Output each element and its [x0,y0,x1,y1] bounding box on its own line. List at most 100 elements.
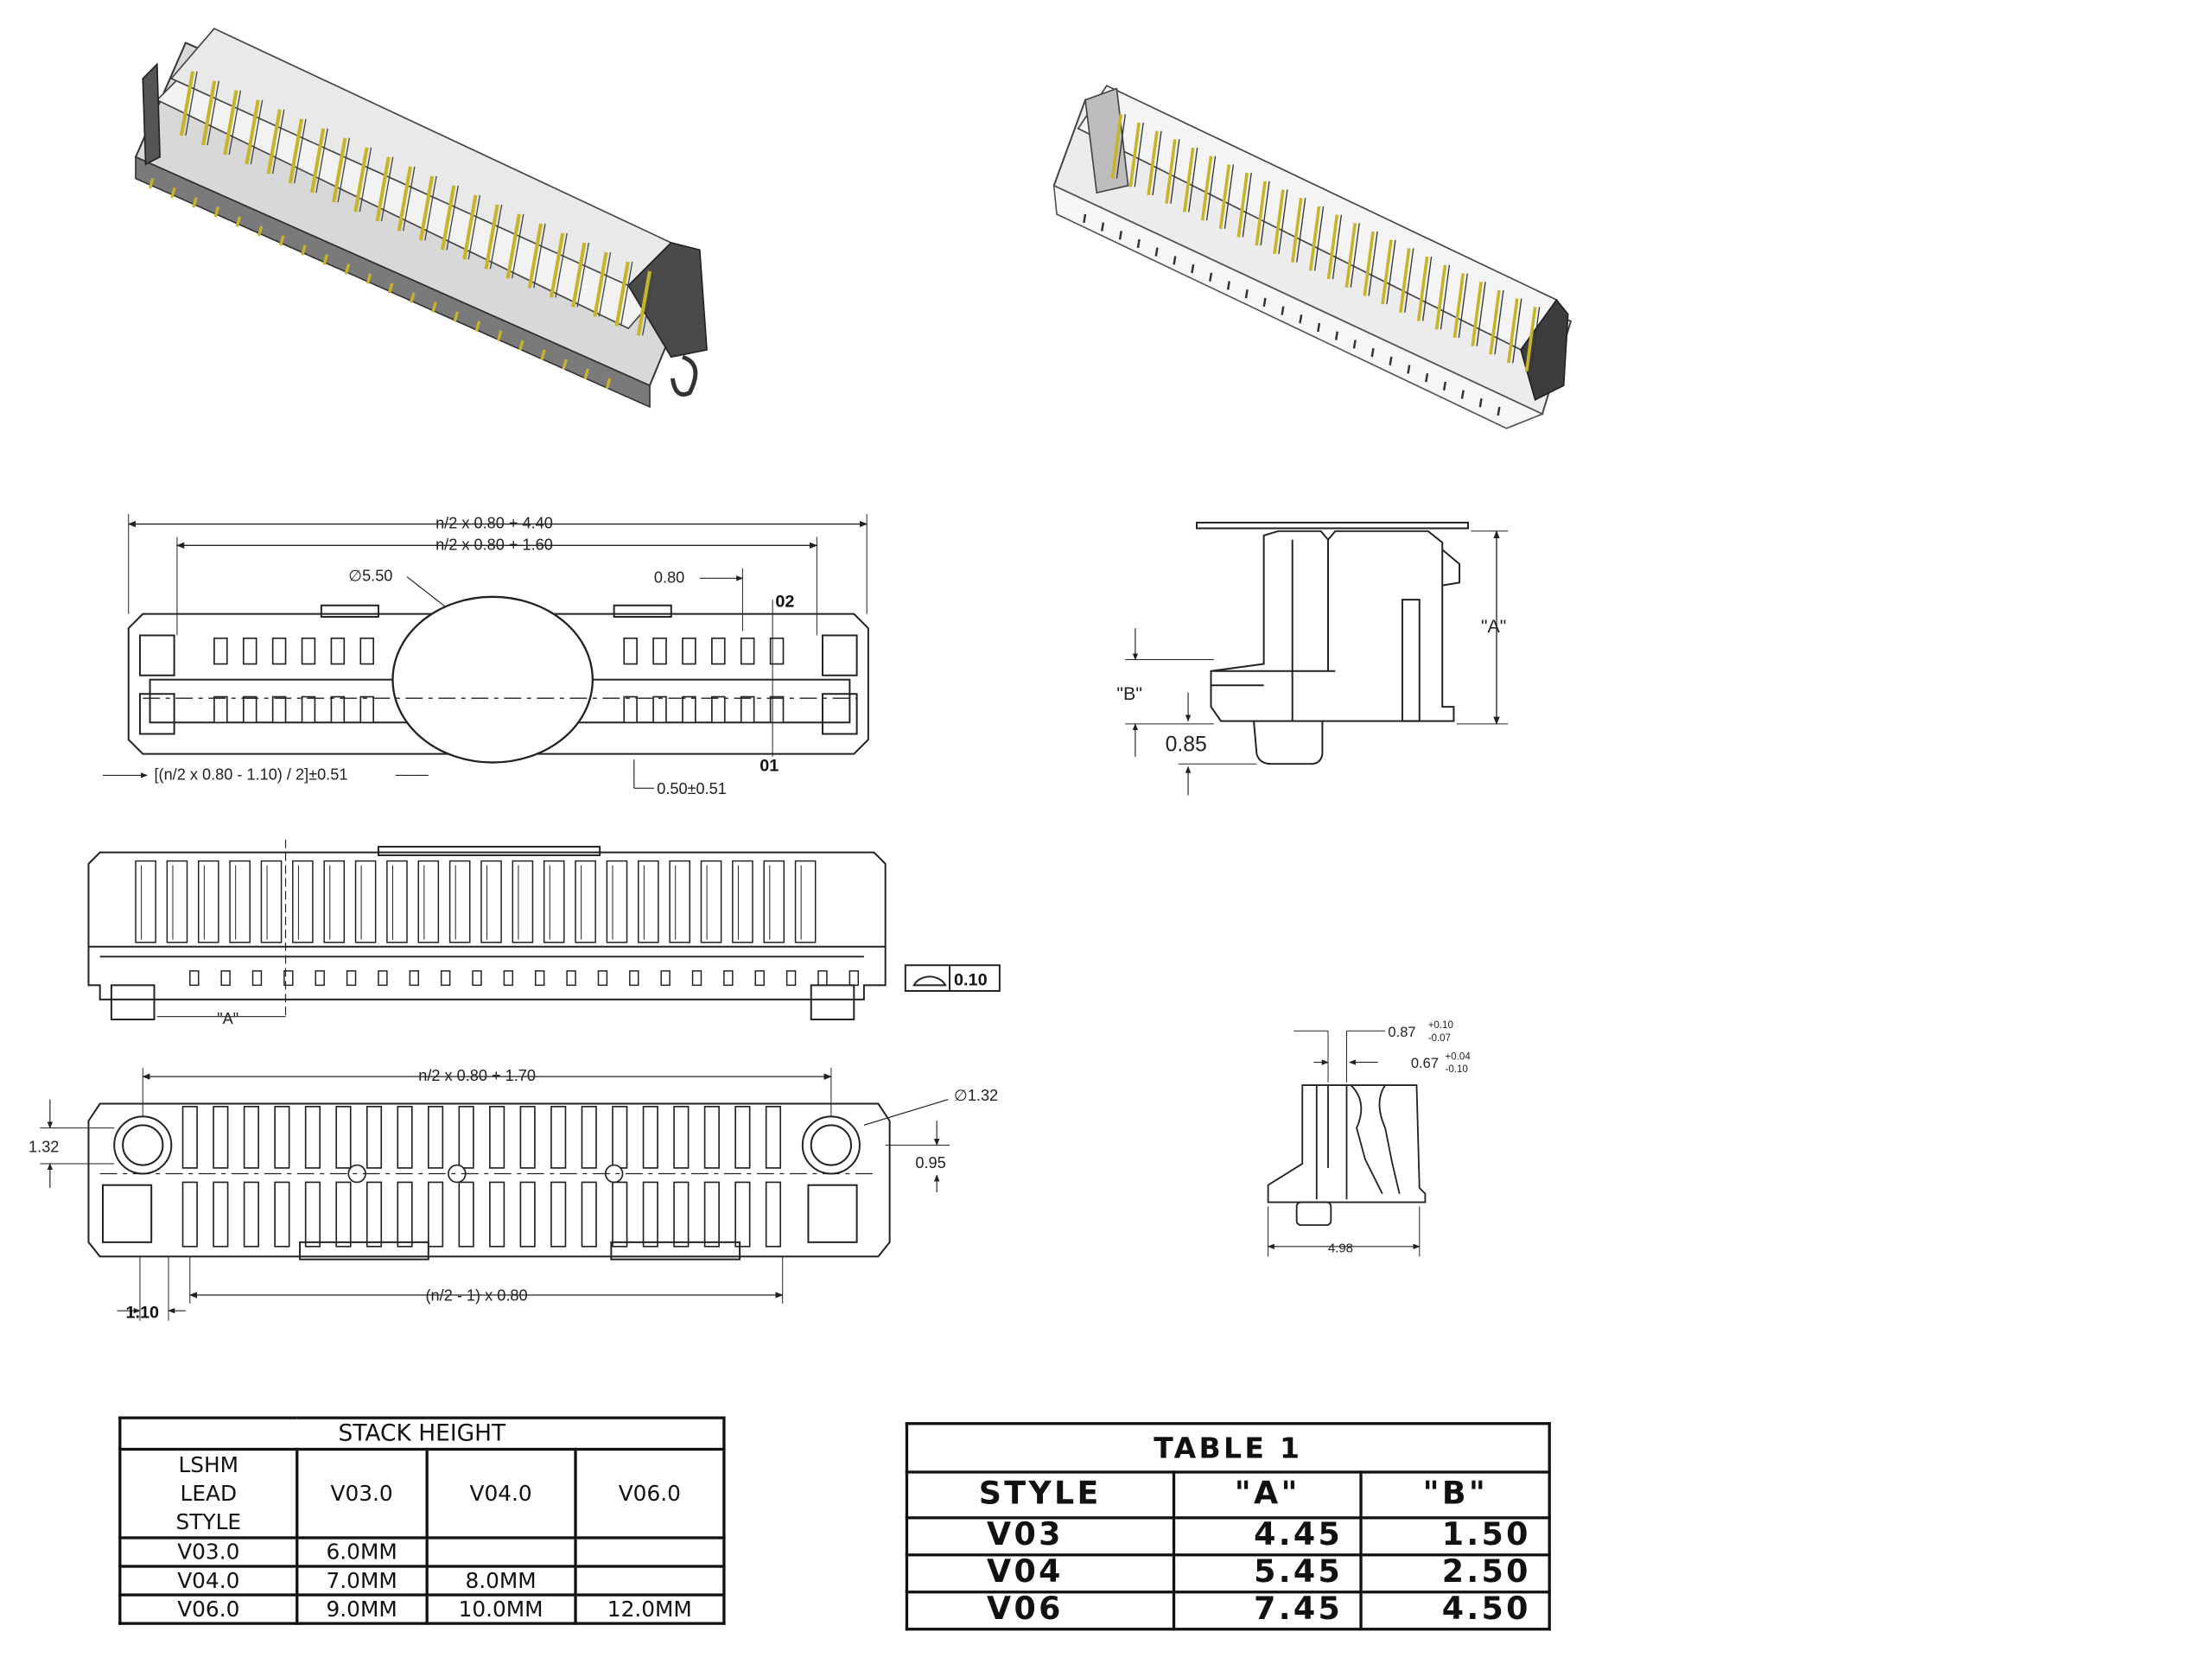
pin-row-upper [765,1106,782,1169]
contact [740,695,755,724]
gold-contact [1147,130,1159,196]
pin-row-upper [243,1106,259,1169]
contact-edge [1386,239,1396,305]
solder-tail [235,216,242,227]
gold-contact [505,213,521,279]
pin-row-lower [213,1181,229,1248]
contact-slot [543,860,565,943]
solder-tail [192,197,198,208]
table1-header-style: STYLE [905,1470,1175,1520]
table-row: V03 4.45 1.50 [905,1516,1551,1557]
gold-contact [1308,206,1321,271]
solder-tail [605,378,612,389]
pin-row-upper [213,1106,229,1169]
contact-edge [1494,289,1504,355]
pin-row-lower [765,1181,782,1248]
pin-row-lower [458,1181,474,1248]
gold-contact [441,185,456,251]
dim-centerline-offset: 0.95 [915,1154,945,1172]
table-row: V06 7.45 4.50 [905,1591,1551,1631]
contact-slot [292,860,314,943]
table-row: V06.0 9.0MM 10.0MM 12.0MM [118,1593,726,1625]
pin-row-lower [703,1181,720,1248]
table-cell: 6.0MM [296,1536,429,1568]
table-cell [574,1536,726,1568]
contact-tail [785,970,797,987]
table-cell: 4.50 [1359,1591,1551,1631]
contact-edge [207,80,219,146]
contact-tail [315,970,325,987]
gold-contact [179,71,195,137]
solder-tail [1352,340,1357,349]
contact [682,695,696,724]
contact-edge [228,90,242,156]
contact-edge [271,109,285,175]
contact-slot [480,860,502,943]
contact-edge [424,175,437,241]
contact-slot [323,860,346,943]
gold-contact [353,147,369,213]
dim-pin-span: (n/2 - 1) x 0.80 [426,1287,528,1305]
gold-contact [245,99,260,165]
contact-edge [642,270,655,336]
contact-tail [817,970,828,987]
pin-row-upper [335,1106,352,1169]
contact-slot [354,860,377,943]
dim-087: 0.87 [1388,1024,1415,1040]
solder-tail [1262,297,1267,308]
contact [242,695,257,724]
contact-slot [135,860,156,943]
table-cell [424,1536,577,1568]
solder-tail [322,254,328,265]
contact-edge [380,156,394,222]
contact-edge [489,204,503,270]
solder-tail [431,302,437,313]
contact-slot [260,860,283,943]
table-cell [574,1565,726,1597]
contact-slot [732,860,753,943]
solder-tail [1389,356,1393,365]
pin-row-upper [304,1106,321,1169]
dim-edge: 1.10 [125,1303,159,1322]
row-style: V06.0 [118,1593,299,1625]
table-cell: 4.45 [1172,1516,1363,1557]
contact-edge [1152,130,1162,196]
contact-edge [1458,273,1468,338]
solder-tail [279,235,285,246]
dim-067-tol-bottom: -0.10 [1446,1064,1468,1075]
pin-row-upper [274,1106,290,1169]
table-cell: 12.0MM [574,1593,726,1625]
contact-edge [1422,257,1433,321]
solder-tail [1407,365,1411,374]
gold-contact [1183,147,1195,213]
gold-contact [549,232,565,298]
contact [623,695,638,724]
contact-slot [197,860,219,943]
solder-tail [1281,306,1285,315]
end-view [1125,521,1509,796]
contact [682,637,696,665]
contact-edge [1332,214,1343,280]
pin-row-upper [673,1106,690,1169]
contact-slot [638,860,659,943]
stack-col-header: V04.0 [424,1447,577,1540]
table-cell: V06 [905,1591,1175,1631]
contact-edge [555,232,568,298]
solder-tail [1442,381,1447,391]
lead-header-line-1: LSHM [178,1451,239,1478]
stack-col-header: V06.0 [574,1447,726,1540]
table-cell: 1.50 [1359,1516,1551,1557]
gold-contact [375,156,391,222]
gold-contact [1291,197,1303,263]
contact [711,637,726,665]
pin-row-upper [365,1106,383,1169]
contact-edge [1440,264,1451,330]
contact [359,637,375,665]
gold-contact [1200,156,1213,221]
contact-edge [1296,198,1306,263]
contact-tail [440,970,451,987]
pin-row-lower [427,1181,444,1248]
solder-tail [170,187,176,199]
dim-offset: [(n/2 x 0.80 - 1.10) / 2]±0.51 [154,765,347,783]
